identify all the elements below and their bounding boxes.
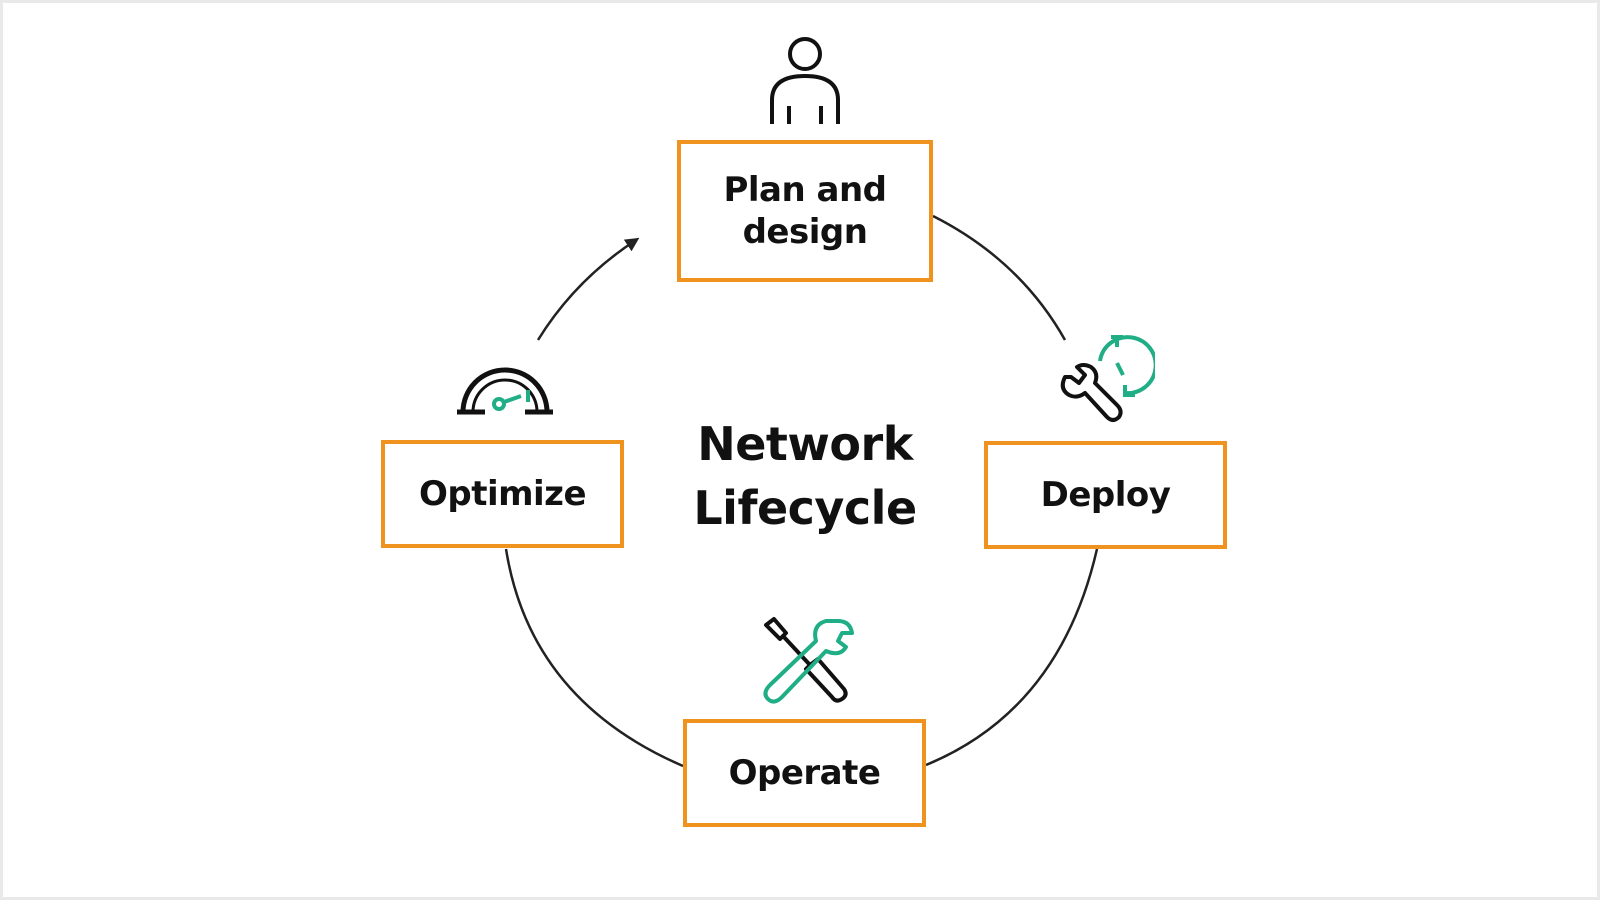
- diagram-title: Network Lifecycle: [650, 412, 960, 540]
- stage-box-operate: Operate: [683, 719, 926, 827]
- person-icon: [770, 37, 840, 124]
- connector-plan-to-deploy: [932, 214, 1067, 341]
- speedometer-gauge-icon: [457, 367, 553, 415]
- stage-box-plan: Plan and design: [677, 140, 933, 282]
- diagram-title-line1: Network: [697, 417, 913, 471]
- wrench-timer-icon: [1060, 335, 1155, 422]
- stage-box-deploy: Deploy: [984, 441, 1227, 549]
- stage-label-plan: Plan and design: [723, 170, 887, 252]
- connector-operate-to-optimize: [504, 548, 684, 768]
- stage-label-deploy: Deploy: [1040, 475, 1171, 515]
- screwdriver-wrench-icon: [763, 617, 854, 704]
- stage-label-operate: Operate: [728, 753, 881, 793]
- stage-label-optimize: Optimize: [418, 474, 587, 514]
- connector-optimize-to-plan: [536, 237, 640, 341]
- stage-box-optimize: Optimize: [381, 440, 624, 548]
- diagram-title-line2: Lifecycle: [693, 481, 917, 535]
- connector-deploy-to-operate: [925, 548, 1099, 767]
